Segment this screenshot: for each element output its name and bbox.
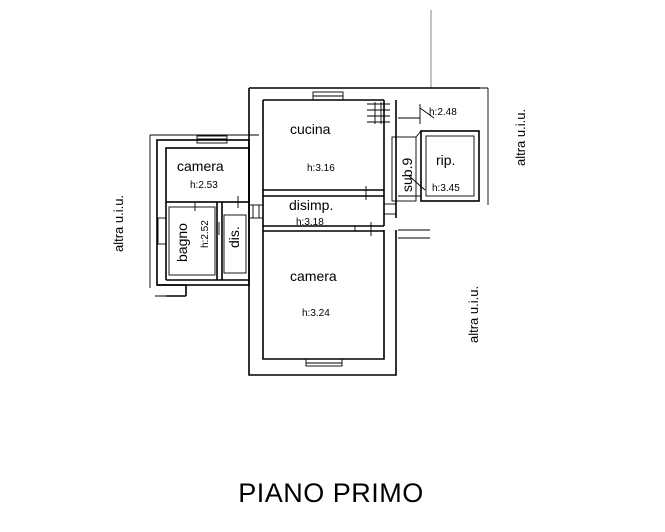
window-bottom-camera (305, 358, 343, 367)
room-height-bagno: h:2.52 (200, 220, 211, 248)
neighbor-label-left: altra u.i.u. (111, 195, 126, 252)
room-height-cucina: h:3.16 (307, 163, 335, 174)
room-label-camera-large: camera (290, 268, 337, 284)
room-height-camera-small: h:2.53 (190, 180, 218, 191)
door-marks (194, 186, 396, 236)
room-height-rip: h:3.45 (432, 183, 460, 194)
outer-walls (156, 87, 480, 376)
stair-height: h:2.48 (429, 107, 457, 118)
neighbor-label-right-bottom: altra u.i.u. (466, 286, 481, 343)
window-top-camera-small (196, 135, 228, 144)
sub-label: sub.9 (399, 158, 415, 192)
interior-walls (165, 100, 480, 281)
room-height-camera-large: h:3.24 (302, 308, 330, 319)
room-label-bagno: bagno (174, 223, 190, 262)
window-left-bagno (157, 217, 167, 245)
room-label-disimp: disimp. (289, 197, 333, 213)
room-label-cucina: cucina (290, 121, 331, 137)
neighbor-label-right-top: altra u.i.u. (513, 109, 528, 166)
room-label-rip: rip. (436, 152, 455, 168)
window-top-kitchen (312, 91, 344, 101)
room-height-disimp: h:3.18 (296, 217, 324, 228)
room-label-dis: dis. (226, 226, 242, 248)
room-label-camera-small: camera (177, 158, 224, 174)
windows (157, 91, 344, 367)
floor-title: PIANO PRIMO (238, 478, 424, 508)
